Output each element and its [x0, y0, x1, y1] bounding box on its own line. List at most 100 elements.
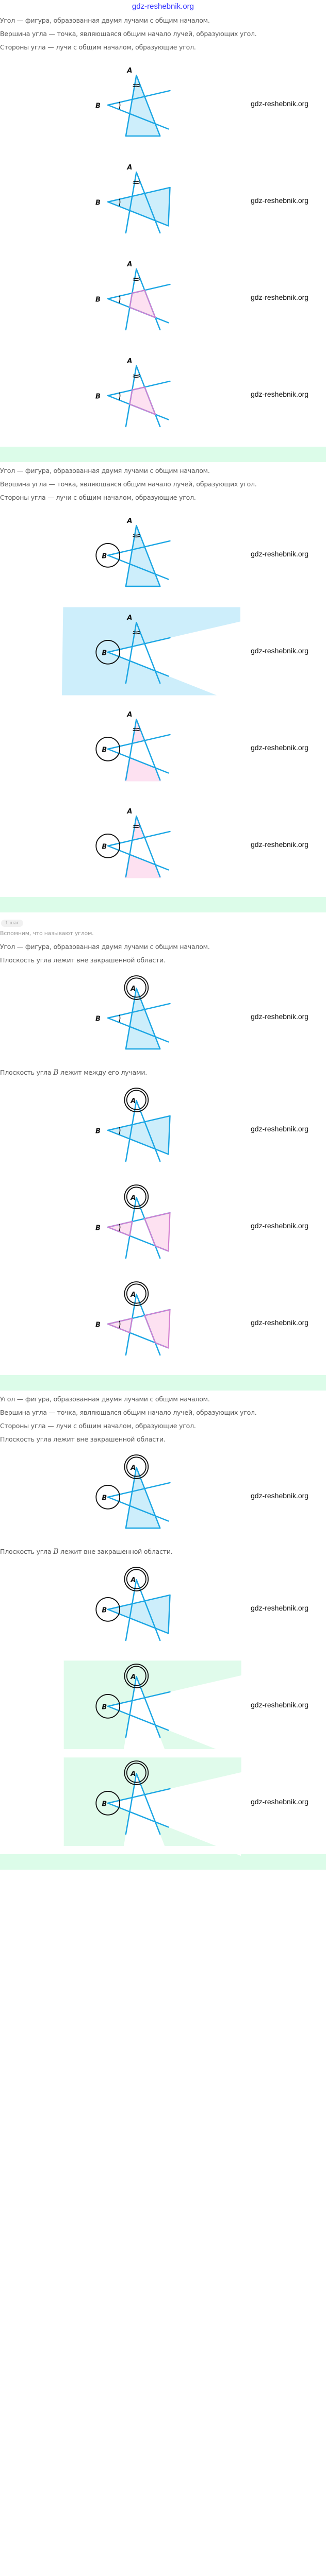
section-4: Угол — фигура, образованная двумя лучами…	[0, 1395, 326, 1856]
angle-b-mark-icon	[119, 1014, 121, 1023]
vertex-b-label: B	[102, 649, 107, 657]
ray-b-upper	[107, 637, 171, 653]
shaded-edge	[144, 1212, 171, 1219]
section-divider	[0, 447, 326, 462]
vertex-a-inner-circle-icon	[126, 1762, 146, 1783]
unshaded-wedge	[124, 1294, 162, 1361]
shaded-edge	[107, 1317, 133, 1325]
angle-b-mark-icon	[119, 101, 121, 110]
ray-b-lower	[107, 1802, 169, 1828]
watermark-text: gdz-reshebnik.org	[251, 99, 309, 108]
site-title[interactable]: gdz-reshebnik.org	[132, 2, 194, 11]
ray-a-left	[125, 524, 137, 587]
angle-a-mark-icon	[133, 180, 140, 182]
ray-b-upper	[107, 1482, 171, 1498]
watermark-text: gdz-reshebnik.org	[251, 647, 309, 655]
watermark-text: gdz-reshebnik.org	[251, 1125, 309, 1133]
angle-figure-drawing: AB	[95, 1454, 171, 1529]
ray-b-lower	[107, 651, 169, 677]
note-b-outside-shaded: Плоскость угла B лежит вне закрашенной о…	[0, 1547, 326, 1556]
shaded-edge	[129, 389, 133, 405]
angle-figure-drawing: AB	[95, 164, 171, 234]
unshaded-wedge	[108, 1771, 244, 1856]
section-divider	[0, 1854, 326, 1870]
ray-b-lower	[107, 1608, 169, 1634]
definition-sides: Стороны угла — лучи с общим началом, обр…	[0, 1422, 196, 1430]
ray-a-right	[136, 621, 161, 684]
vertex-a-label: A	[126, 808, 132, 816]
ray-b-lower	[107, 104, 169, 130]
angle-figure-drawing: AB	[95, 1281, 171, 1361]
ray-a-left	[125, 1675, 137, 1738]
triangle-side	[168, 1115, 171, 1155]
angle-figure-drawing: AB	[95, 975, 171, 1050]
watermark-text: gdz-reshebnik.org	[251, 1798, 309, 1806]
watermark-text: gdz-reshebnik.org	[251, 1318, 309, 1327]
shaded-edge	[129, 403, 156, 415]
definition-sides: Стороны угла — лучи с общим началом, обр…	[0, 494, 196, 501]
shaded-edge	[132, 386, 145, 391]
note-outside-shaded: Плоскость угла лежит вне закрашенной обл…	[0, 1435, 166, 1443]
vertex-a-label: A	[130, 1291, 136, 1299]
vertex-a-label: A	[126, 614, 132, 622]
angle-figure-drawing: AB	[95, 1184, 171, 1264]
ray-b-upper	[107, 1594, 171, 1611]
vertex-a-inner-circle-icon	[126, 1456, 146, 1477]
ray-a-left	[125, 1466, 137, 1529]
vertex-b-label: B	[95, 1015, 101, 1023]
angle-a-mark-icon	[133, 631, 140, 633]
vertex-b-label: B	[95, 1321, 101, 1329]
vertex-a-outer-circle-icon	[124, 1281, 149, 1306]
triangle-side	[168, 187, 171, 227]
ray-a-right	[136, 74, 161, 137]
vertex-b-label: B	[95, 1224, 101, 1232]
watermark-text: gdz-reshebnik.org	[251, 390, 309, 398]
unshaded-wedge	[108, 732, 183, 778]
vertex-a-label: A	[130, 1097, 136, 1105]
shaded-region	[129, 290, 156, 318]
angle-b-mark-icon	[119, 1127, 121, 1135]
shaded-edge	[168, 1212, 171, 1252]
vertex-a-inner-circle-icon	[126, 1569, 146, 1589]
vertex-a-inner-circle-icon	[126, 1090, 146, 1110]
vertex-a-inner-circle-icon	[126, 1283, 146, 1304]
vertex-b-circle-icon	[95, 1484, 121, 1510]
step-badge: 1 шаг	[1, 920, 24, 927]
vertex-a-label: A	[126, 67, 132, 75]
angle-figure-drawing: AB	[95, 808, 183, 878]
ray-a-left	[125, 74, 137, 137]
vertex-a-label: A	[126, 517, 132, 525]
angle-b-mark-icon	[119, 1320, 121, 1329]
ray-b-lower	[107, 845, 169, 871]
vertex-a-label: A	[130, 1770, 136, 1778]
note-prefix: Плоскость угла	[0, 1548, 54, 1555]
vertex-a-outer-circle-icon	[124, 975, 149, 1000]
watermark-text: gdz-reshebnik.org	[251, 1701, 309, 1709]
ray-a-right	[136, 171, 161, 234]
note-suffix: лежит вне закрашенной области.	[58, 1548, 173, 1555]
watermark-text: gdz-reshebnik.org	[251, 293, 309, 301]
ray-b-lower	[107, 1496, 169, 1522]
definition-angle: Угол — фигура, образованная двумя лучами…	[0, 1395, 210, 1403]
ray-b-lower	[107, 554, 169, 580]
vertex-a-outer-circle-icon	[124, 1184, 149, 1209]
vertex-b-circle-icon	[95, 639, 121, 665]
shaded-edge	[129, 1221, 133, 1236]
vertex-b-circle-icon	[95, 1597, 121, 1622]
ray-b-upper	[107, 831, 171, 847]
definition-vertex: Вершина угла — точка, являющаяся общим н…	[0, 1409, 257, 1416]
vertex-a-outer-circle-icon	[124, 1454, 149, 1479]
vertex-a-outer-circle-icon	[124, 1567, 149, 1591]
ray-a-left	[125, 171, 137, 234]
shaded-edge	[168, 1309, 171, 1349]
shaded-edge	[144, 1309, 171, 1316]
